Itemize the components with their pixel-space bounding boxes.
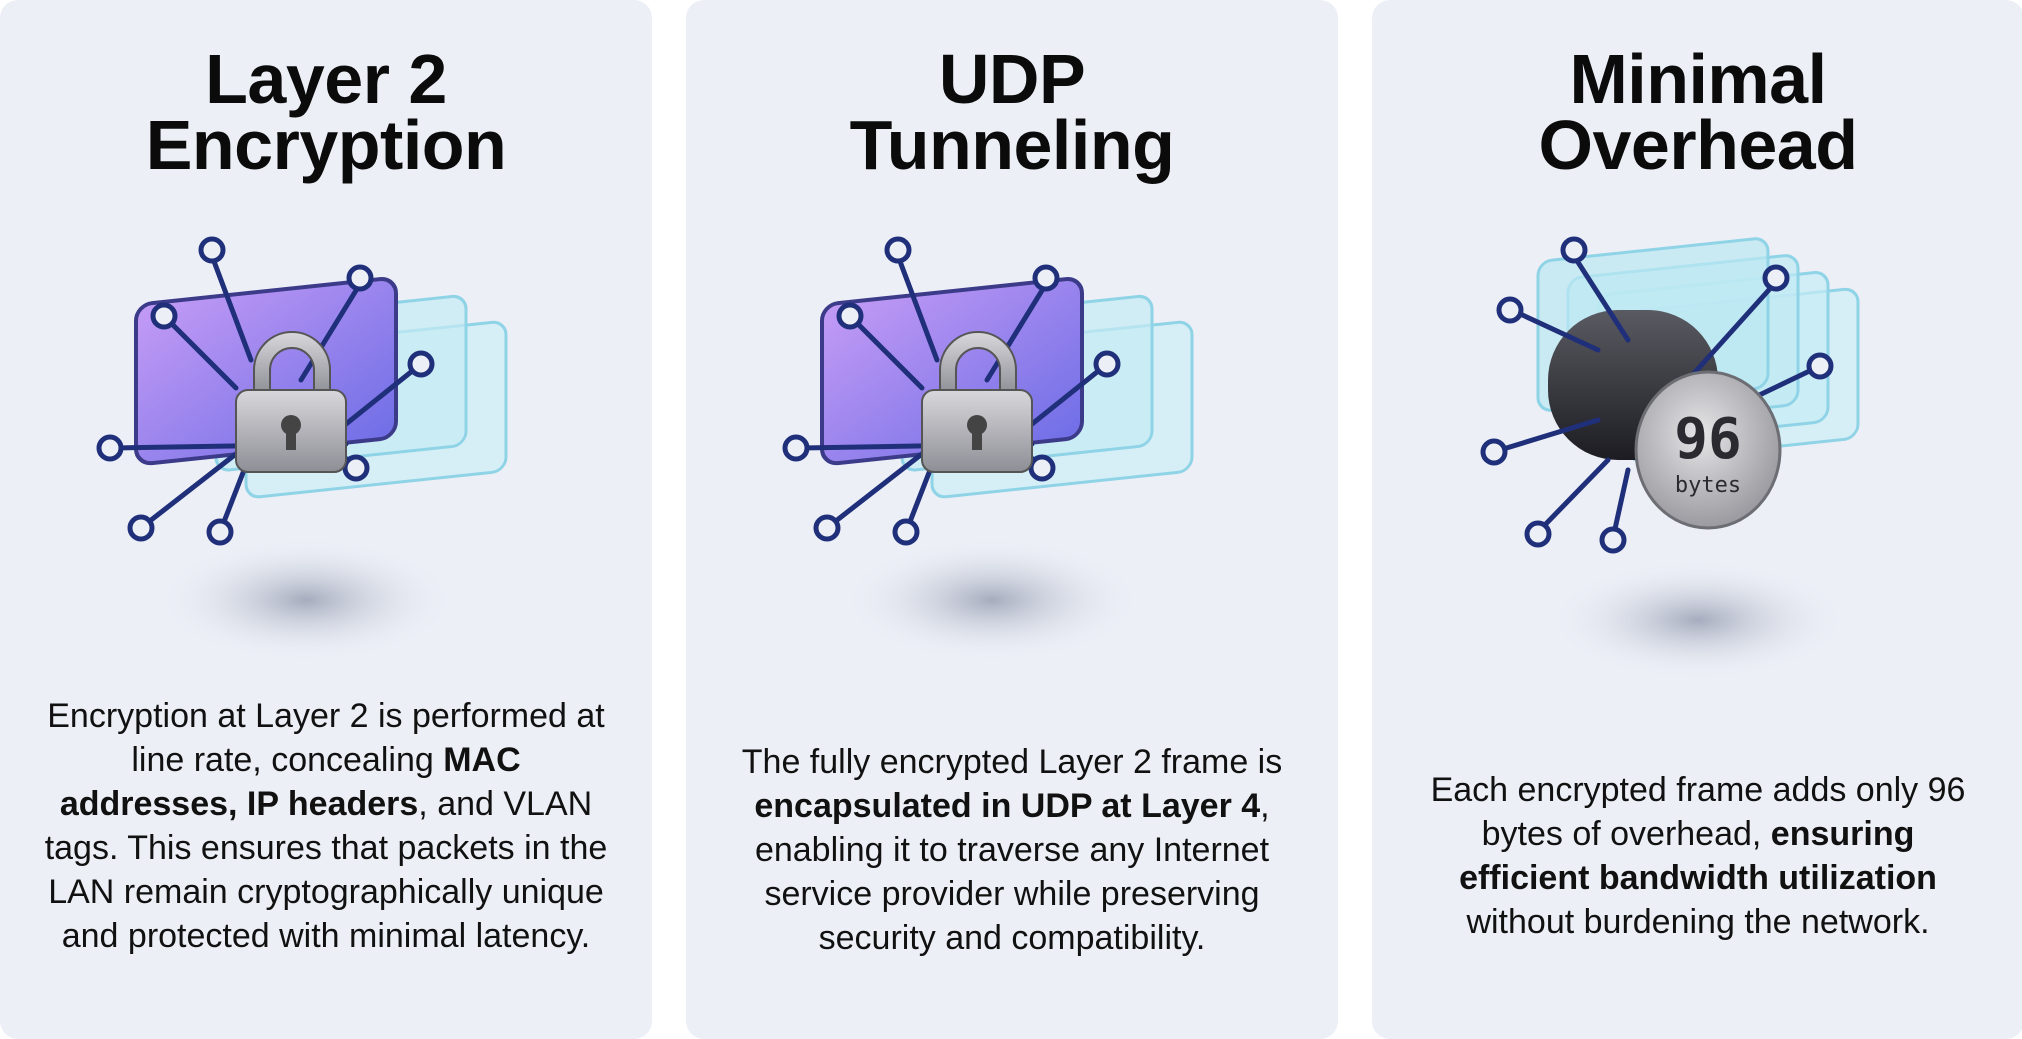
badge-unit: bytes	[1675, 473, 1741, 498]
card-minimal-overhead: Minimal Overhead	[1372, 0, 2022, 1039]
card-layer2-encryption: Layer 2 Encryption	[0, 0, 652, 1039]
card-description: The fully encrypted Layer 2 frame is enc…	[741, 743, 1283, 957]
card-title: UDP Tunneling	[849, 40, 1175, 184]
badge-value: 96	[1674, 407, 1741, 472]
card-title: Layer 2 Encryption	[145, 40, 507, 184]
card-description: Encryption at Layer 2 is performed at li…	[44, 697, 608, 955]
cylinder-frames-icon: 96 bytes	[1458, 220, 1938, 700]
padlock-frames-icon	[772, 220, 1252, 700]
padlock-frames-icon	[86, 220, 566, 700]
card-description: Each encrypted frame adds only 96 bytes …	[1430, 771, 1966, 941]
card-udp-tunneling: UDP Tunneling	[686, 0, 1338, 1039]
card-title: Minimal Overhead	[1538, 40, 1858, 184]
